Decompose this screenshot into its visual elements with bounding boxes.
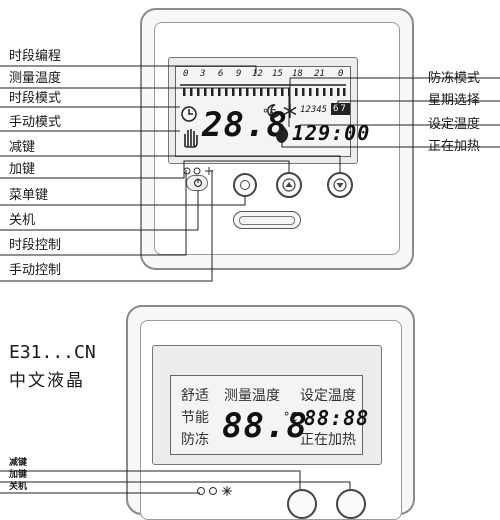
hour-tick-label: 0 [338, 69, 344, 79]
lcd-program-bar [180, 84, 346, 96]
lcd2-comfort: 舒适 [181, 388, 209, 404]
thermostat-2-lcd [170, 375, 363, 455]
model-code: E31...CN [9, 342, 96, 363]
lcd-time-readout: 129:00 [292, 121, 371, 145]
lcd2-heating: 正在加热 [300, 432, 356, 448]
lcd2-set-temp-label: 设定温度 [300, 388, 356, 404]
label2-power-off: 关机 [9, 482, 28, 492]
power-icon [193, 178, 203, 188]
bottom-slot [233, 211, 301, 229]
hour-tick-label: 6 [218, 69, 224, 79]
moon-icon [267, 104, 280, 118]
menu-button-inner [240, 180, 250, 190]
lcd2-temp-unit: °C [283, 410, 298, 424]
label-time-mode: 时段模式 [9, 91, 62, 106]
label-time-control: 时段控制 [9, 238, 62, 253]
label-manual-mode: 手动模式 [9, 115, 62, 130]
hour-tick-label: 21 [314, 69, 325, 79]
label-minus-key: 减键 [9, 140, 36, 155]
label2-plus-key: 加键 [9, 470, 28, 480]
lcd-weekdays: 12345 [300, 105, 328, 115]
hour-tick-label: 0 [183, 69, 189, 79]
label-plus-key: 加键 [9, 162, 36, 177]
leader-lines-1 [0, 65, 500, 282]
hour-tick-label: 18 [292, 69, 303, 79]
label-heating: 正在加热 [428, 139, 481, 154]
label-time-programming: 时段编程 [9, 49, 62, 64]
down-arrow-icon [333, 178, 347, 192]
label-set-temperature: 设定温度 [428, 117, 481, 132]
mode-indicator-icons-2 [197, 486, 232, 496]
lcd2-economy: 节能 [181, 410, 209, 426]
leader-lines-2 [0, 470, 351, 494]
down-button[interactable] [327, 172, 353, 198]
label-power-off: 关机 [9, 213, 36, 228]
lcd2-measured-temp-label: 测量温度 [224, 388, 280, 404]
bottom-slot-inner [239, 216, 295, 225]
lcd2-time-readout: 88:88 [304, 406, 370, 430]
lcd2-frost: 防冻 [181, 432, 209, 448]
lcd-hour-scale: 0 3 6 9 12 15 18 21 0 [183, 69, 347, 81]
lcd2-measured-temperature: 88.8 [222, 406, 308, 446]
flame-icon [276, 123, 289, 143]
label-week-select: 星期选择 [428, 93, 481, 108]
model-description: 中文液晶 [9, 371, 85, 391]
hour-tick-label: 15 [272, 69, 283, 79]
up-arrow-icon [282, 178, 296, 192]
snowflake-icon [283, 104, 297, 118]
hour-tick-label: 3 [200, 69, 206, 79]
label-menu-key: 菜单键 [9, 188, 49, 203]
label2-minus-key: 减键 [9, 458, 28, 468]
menu-button[interactable] [233, 173, 257, 197]
thermostat-1-lcd [175, 66, 351, 157]
label-manual-control: 手动控制 [9, 263, 62, 278]
hour-tick-label: 12 [252, 69, 263, 79]
up-button[interactable] [276, 172, 302, 198]
hand-icon [184, 129, 198, 148]
lcd-weekdays-highlight: 67 [331, 103, 350, 115]
label-measured-temperature: 测量温度 [9, 71, 62, 86]
clock-icon [181, 106, 197, 122]
label-frost-mode: 防冻模式 [428, 71, 481, 86]
hour-tick-label: 9 [236, 69, 242, 79]
